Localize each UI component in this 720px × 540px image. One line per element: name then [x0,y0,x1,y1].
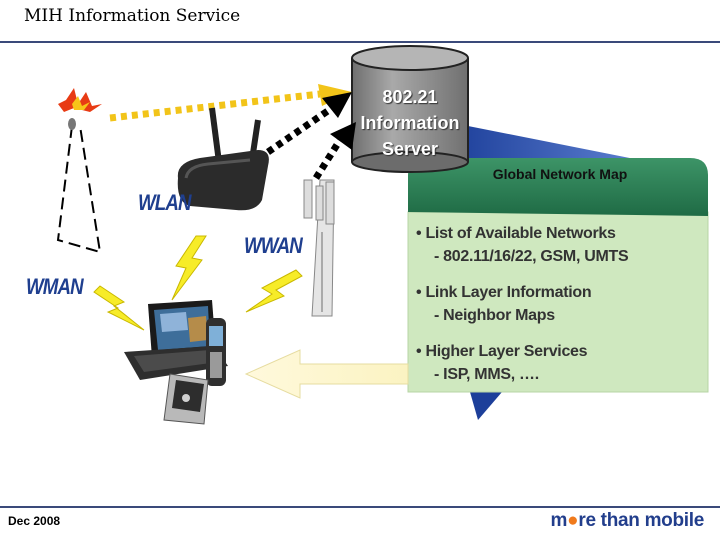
laptop-icon [124,300,228,380]
mobile-phone-icon [206,318,226,386]
map-to-device-arrow [244,349,409,399]
wireless-router-icon [177,107,269,211]
wwan-lightning-icon [245,269,303,313]
information-server-cylinder [351,45,469,173]
server-label-line2: Information [360,113,460,133]
cell-tower-icon [303,179,335,317]
wlan-to-server-arrow [266,92,352,155]
brand-part1: m [550,510,568,531]
network-map-list: • List of Available Networks - 802.11/16… [416,222,706,399]
network-map-title: Global Network Map [492,166,628,182]
server-label: 802.21 Information Server [352,84,468,162]
footer-date: Dec 2008 [8,514,61,528]
list-item: • List of Available Networks - 802.11/16… [416,222,706,268]
title-divider [0,41,720,43]
pda-icon [163,373,209,425]
wman-label: WMAN [26,274,84,299]
slide-title: MIH Information Service [24,6,241,26]
wlan-lightning-icon [171,235,207,301]
wlan-label: WLAN [138,190,192,215]
list-item-detail: - Neighbor Maps [434,307,555,324]
global-network-map-box [407,158,709,393]
wwan-to-server-arrow [313,122,356,180]
list-item-heading: • Link Layer Information [416,284,592,301]
footer-divider [0,506,720,508]
wman-antenna-icon [56,88,102,254]
list-item: • Link Layer Information - Neighbor Maps [416,281,706,327]
list-item-heading: • List of Available Networks [416,225,616,242]
server-label-line1: 802.21 [382,87,438,107]
wman-lightning-icon [93,285,145,331]
server-label-line3: Server [381,139,439,159]
list-item-heading: • Higher Layer Services [416,343,588,360]
brand-logo: m●re than mobile [550,510,705,532]
wwan-label: WWAN [244,233,303,258]
wman-to-server-arrow [109,84,352,122]
list-item-detail: - ISP, MMS, …. [434,366,539,383]
list-item: • Higher Layer Services - ISP, MMS, …. [416,340,706,386]
brand-part2: re than mobile [578,510,704,531]
list-item-detail: - 802.11/16/22, GSM, UMTS [434,248,629,265]
brand-dot: ● [567,510,579,531]
